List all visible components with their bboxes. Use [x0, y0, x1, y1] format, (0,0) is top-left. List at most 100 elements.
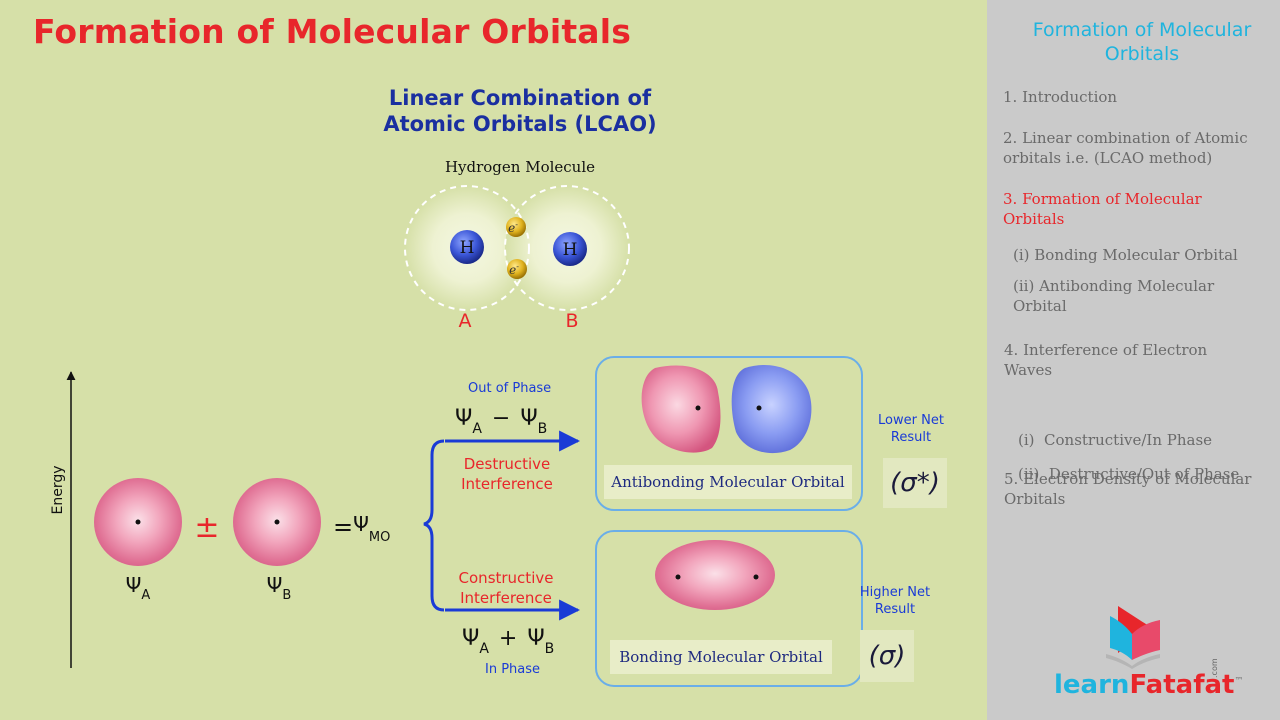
in-phase-label: In Phase — [485, 662, 541, 677]
psi-a-subscript: A — [141, 588, 150, 603]
svg-text:e-: e- — [509, 262, 519, 277]
constructive-line2: Interference — [460, 589, 552, 607]
sidebar-item-label: Orbitals — [1004, 490, 1066, 508]
out-of-phase-label: Out of Phase — [468, 381, 552, 396]
lcao-title-line1: Linear Combination of — [388, 86, 652, 110]
hydrogen-molecule-title: Hydrogen Molecule — [444, 158, 596, 176]
destructive-interference-label: Destructive Interference — [452, 454, 562, 494]
minus-psi-a-sub: A — [472, 421, 482, 437]
psi-mo-symbol: Ψ — [353, 512, 369, 536]
higher-net-result-label: Higher Net Result — [852, 584, 938, 618]
minus-psi-b-sub: B — [538, 421, 548, 437]
psi-a-symbol: Ψ — [126, 573, 142, 597]
sidebar-item-label: (i) Constructive/In Phase — [1018, 431, 1213, 449]
bonding-orbital — [655, 540, 775, 610]
antibonding-blue-lobe — [731, 364, 812, 454]
sidebar-item-lcao[interactable]: 2. Linear combination of Atomic orbitals… — [1003, 128, 1248, 168]
sidebar-item-label: 1. Introduction — [1003, 88, 1118, 106]
electron-2-symbol: e — [509, 263, 516, 277]
sidebar-title: Formation of Molecular Orbitals — [1007, 18, 1277, 66]
sidebar-title-line1: Formation of Molecular — [1032, 19, 1252, 41]
energy-axis-label: Energy — [50, 465, 66, 514]
lcao-title-line2: Atomic Orbitals (LCAO) — [383, 112, 657, 136]
split-brace — [423, 439, 445, 612]
sigma-star-symbol: (σ*) — [883, 458, 947, 508]
sidebar-item-bonding[interactable]: (i) Bonding Molecular Orbital — [1013, 245, 1238, 265]
psi-mo-subscript: MO — [369, 530, 390, 545]
hydrogen-atom-a — [450, 230, 484, 264]
lower-net-line1: Lower Net — [878, 413, 944, 428]
psi-b-symbol: Ψ — [267, 573, 283, 597]
antibonding-label: Antibonding Molecular Orbital — [604, 465, 852, 499]
sidebar-item-destructive[interactable]: (ii) Destructive/Out of Phase — [1018, 424, 1239, 524]
logo-text-fatafat: Fatafat — [1129, 670, 1235, 700]
sidebar-title-line2: Orbitals — [1104, 43, 1180, 65]
lower-net-line2: Result — [890, 430, 932, 445]
learnfatafat-logo[interactable]: learnFatafat™ .com — [1048, 598, 1243, 710]
equals-sign: = — [333, 513, 353, 541]
sidebar-item-interference[interactable]: 4. Interference of Electron Waves — [1004, 340, 1207, 380]
atom-b-symbol: H — [563, 240, 578, 260]
higher-net-line2: Result — [874, 602, 916, 617]
logo-text: learnFatafat™ — [1054, 670, 1243, 700]
sidebar-item-label: 2. Linear combination of Atomic — [1003, 129, 1248, 147]
sidebar-item-introduction[interactable]: 1. Introduction — [1003, 87, 1117, 107]
sidebar-item-formation[interactable]: 3. Formation of Molecular Orbitals — [1003, 189, 1202, 229]
minus-sign: − — [492, 406, 510, 431]
antibonding-pink-lobe — [641, 365, 721, 453]
lcao-title: Linear Combination of Atomic Orbitals (L… — [360, 85, 680, 137]
svg-text:=ΨMO: =ΨMO — [333, 512, 390, 545]
sidebar-item-electron-density[interactable]: 5. Electron Density of Molecular Orbital… — [1004, 469, 1251, 509]
main-content: Formation of Molecular Orbitals Linear C… — [33, 12, 954, 687]
svg-text:ΨB: ΨB — [267, 573, 292, 603]
sidebar: Formation of Molecular Orbitals 1. Intro… — [987, 0, 1280, 720]
higher-net-line1: Higher Net — [859, 585, 931, 600]
sigma-symbol: (σ) — [860, 630, 914, 682]
plus-psi-b: Ψ — [527, 626, 544, 651]
minus-psi-b: Ψ — [520, 406, 537, 431]
svg-text:ΨA: ΨA — [126, 573, 151, 603]
sidebar-item-label: Waves — [1004, 361, 1053, 379]
sidebar-item-label: 5. Electron Density of Molecular — [1004, 470, 1252, 488]
sidebar-item-label: Orbital — [1013, 297, 1067, 315]
svg-text:e-: e- — [508, 220, 518, 235]
svg-text:ΨA+ΨB: ΨA+ΨB — [462, 626, 554, 657]
electron-1 — [506, 217, 526, 237]
sidebar-item-constructive[interactable]: (i) Constructive/In Phase — [1018, 390, 1212, 490]
sidebar-item-antibonding[interactable]: (ii) Antibonding Molecular Orbital — [1013, 276, 1214, 316]
destructive-line1: Destructive — [463, 455, 551, 473]
hydrogen-atom-b — [553, 232, 587, 266]
electron-2 — [507, 259, 527, 279]
logo-trademark: ™ — [1234, 676, 1244, 687]
hydrogen-molecule-diagram: H H e- e- A B — [404, 185, 630, 332]
constructive-interference-label: Constructive Interference — [450, 568, 562, 608]
atom-a-symbol: H — [460, 238, 475, 258]
electron-2-charge: - — [516, 262, 519, 271]
psi-b-subscript: B — [282, 588, 291, 603]
plus-psi-b-sub: B — [545, 641, 555, 657]
logo-dotcom: .com — [1210, 658, 1219, 678]
bonding-label: Bonding Molecular Orbital — [610, 640, 832, 674]
plus-minus-sign: ± — [194, 510, 219, 545]
sidebar-item-label: (ii) Antibonding Molecular — [1013, 277, 1215, 295]
lower-net-result-label: Lower Net Result — [868, 412, 954, 446]
logo-text-learn: learn — [1054, 670, 1130, 700]
svg-text:ΨA−ΨB: ΨA−ΨB — [455, 406, 547, 437]
sidebar-item-label: 3. Formation of Molecular — [1003, 190, 1202, 208]
plus-psi-a-sub: A — [479, 641, 489, 657]
plus-psi-a: Ψ — [462, 626, 479, 651]
minus-psi-a: Ψ — [455, 406, 472, 431]
sidebar-item-label: (ii) Destructive/Out of Phase — [1018, 465, 1240, 483]
constructive-line1: Constructive — [458, 569, 554, 587]
logo-book-icon — [1106, 606, 1160, 669]
atom-a-label: A — [459, 310, 472, 332]
page-title: Formation of Molecular Orbitals — [33, 12, 632, 51]
destructive-line2: Interference — [461, 475, 553, 493]
atom-b-label: B — [565, 310, 578, 332]
sidebar-item-label: orbitals i.e. (LCAO method) — [1003, 149, 1213, 167]
plus-sign: + — [499, 626, 517, 651]
sidebar-item-label: Orbitals — [1003, 210, 1065, 228]
sidebar-item-label: 4. Interference of Electron — [1004, 341, 1208, 359]
sidebar-item-label: (i) Bonding Molecular Orbital — [1013, 246, 1238, 264]
diagram-canvas: H H e- e- A B Energy ± ΨA ΨB =ΨMO ΨA−ΨB — [50, 185, 863, 687]
